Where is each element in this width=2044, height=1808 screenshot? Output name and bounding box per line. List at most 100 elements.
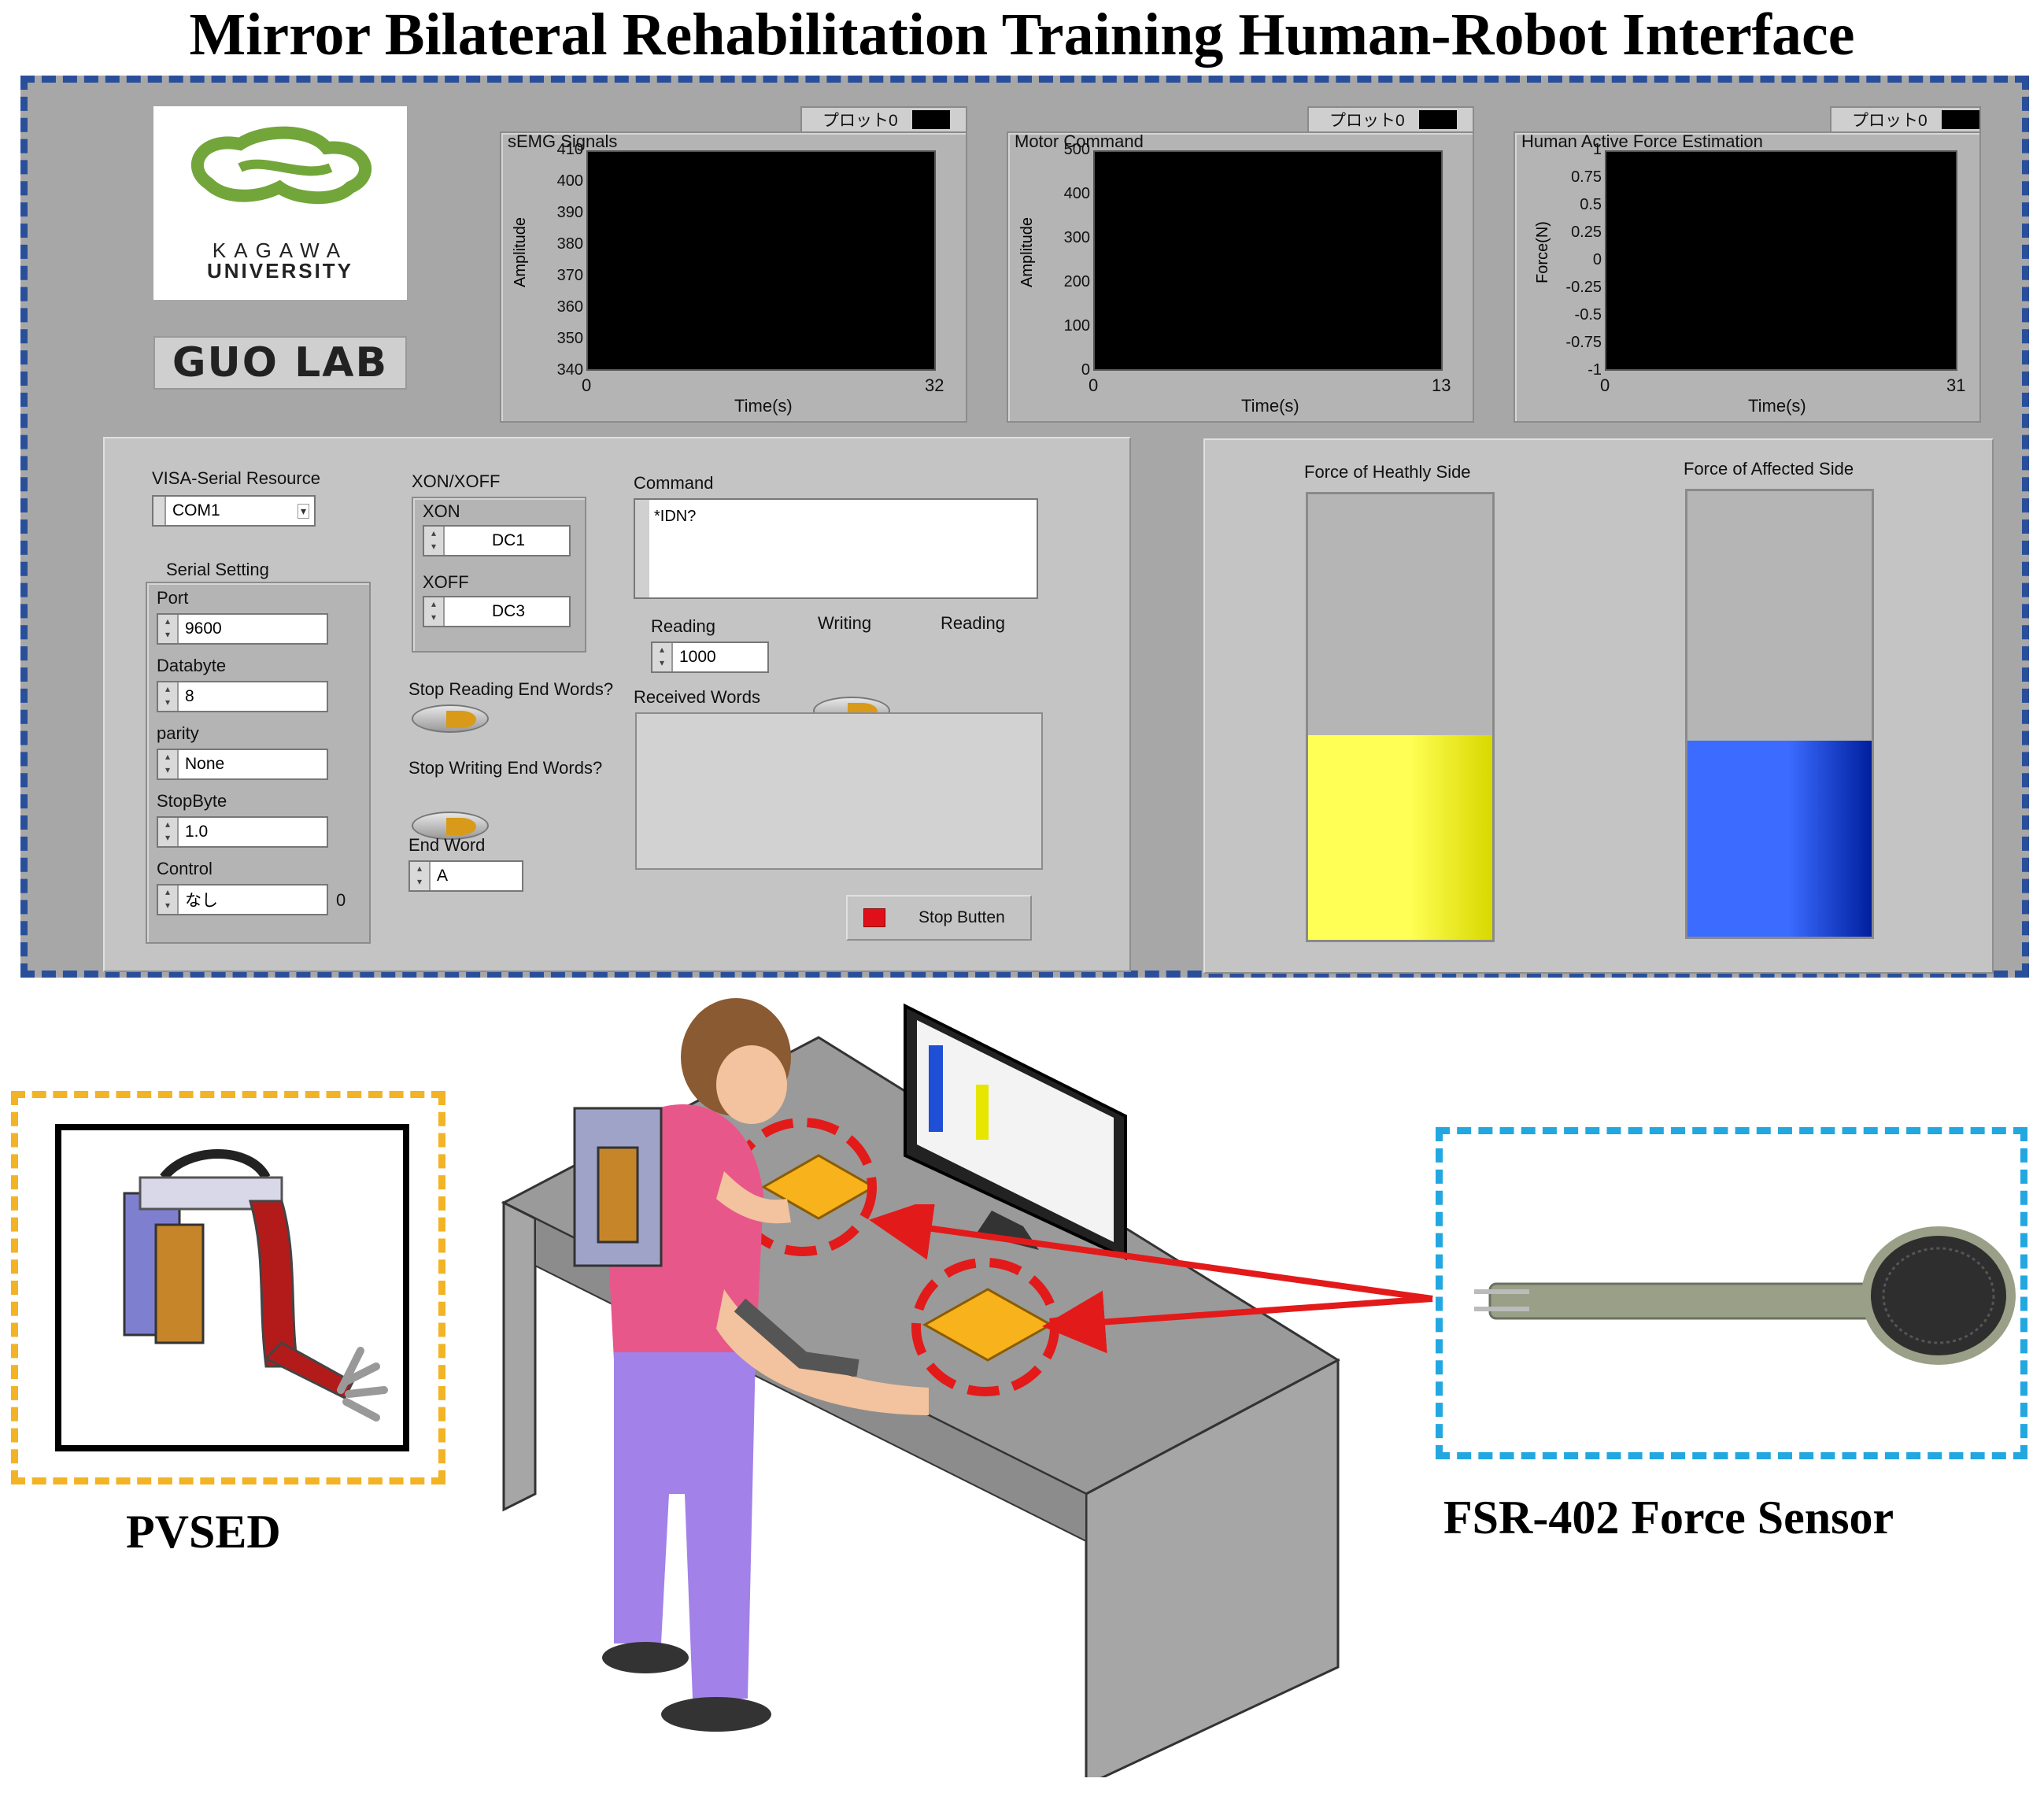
spinner-icon[interactable]: ▴▾ (424, 527, 445, 555)
stop-square-icon (863, 908, 885, 927)
kagawa-text-2: UNIVERSITY (206, 259, 354, 283)
spinner-icon[interactable]: ▴▾ (652, 643, 673, 671)
spinner-icon[interactable]: ▴▾ (410, 862, 431, 890)
command-value: *IDN? (654, 508, 697, 525)
y-axis-label: Amplitude (1018, 217, 1036, 287)
x-axis-label: Time(s) (1241, 396, 1299, 416)
y-tick: 0 (1081, 361, 1090, 379)
y-tick: 340 (556, 361, 583, 379)
graph-title: Motor Command (1015, 131, 1144, 151)
visa-resource-select[interactable]: COM1 ▾ (152, 495, 316, 527)
end-word-field[interactable]: ▴▾ A (408, 860, 523, 892)
stop-writing-toggle[interactable] (412, 812, 489, 840)
xonxoff-label: XON/XOFF (412, 471, 501, 491)
plot-legend[interactable]: プロット0 (1830, 106, 1981, 133)
stop-button[interactable]: Stop Butten (846, 895, 1032, 941)
databyte-field[interactable]: ▴▾ 8 (157, 681, 328, 712)
textarea-gutter (635, 500, 649, 597)
plot-legend[interactable]: プロット0 (800, 106, 967, 133)
xoff-field[interactable]: ▴▾DC3 (423, 596, 571, 627)
port-value: 9600 (185, 619, 222, 638)
screen-bar-blue (929, 1045, 943, 1132)
sensor-arrows (869, 1204, 1433, 1354)
stopbyte-field[interactable]: ▴▾ 1.0 (157, 816, 328, 848)
y-tick: 390 (556, 204, 583, 221)
screen-bar-yellow (976, 1085, 989, 1140)
x-tick-min: 0 (582, 375, 592, 395)
force-gauge-panel: Force of Heathly Side Force of Affected … (1203, 438, 1994, 974)
plot-area[interactable] (1093, 150, 1443, 371)
stop-reading-label: Stop Reading End Words? (408, 679, 614, 699)
pvsed-caption: PVSED (126, 1506, 281, 1558)
parity-value: None (185, 755, 225, 773)
stop-writing-label: Stop Writing End Words? (408, 758, 603, 778)
y-tick: 0.5 (1580, 196, 1602, 213)
gauge-label-healthy: Force of Heathly Side (1304, 462, 1471, 482)
person-shoe-2 (602, 1642, 689, 1673)
writing-toggle-label: Writing (818, 613, 872, 633)
chevron-down-icon[interactable]: ▾ (297, 503, 309, 519)
plot-legend-label: プロット0 (1329, 112, 1405, 130)
lab-logo-text: GUO LAB (172, 339, 389, 386)
end-word-value: A (437, 867, 449, 885)
stop-button-label: Stop Butten (919, 908, 1005, 926)
y-tick: 100 (1063, 317, 1090, 335)
x-tick-max: 13 (1432, 375, 1451, 395)
spinner-icon[interactable]: ▴▾ (158, 615, 179, 643)
control-field[interactable]: ▴▾なし (157, 884, 328, 915)
y-tick: 380 (556, 235, 583, 253)
y-tick: 500 (1063, 141, 1090, 158)
y-tick: 400 (1063, 185, 1090, 202)
stopbyte-value: 1.0 (185, 823, 209, 841)
reading-count-field[interactable]: ▴▾ 1000 (651, 641, 769, 673)
graph-title: sEMG Signals (508, 131, 618, 151)
y-tick: 0 (1592, 251, 1602, 268)
spinner-icon[interactable]: ▴▾ (158, 682, 179, 711)
parity-field[interactable]: ▴▾ None (157, 749, 328, 780)
plot-line-icon (1941, 110, 1979, 129)
arrow-to-pad-1 (869, 1204, 1433, 1302)
plot-legend-label: プロット0 (1852, 112, 1928, 130)
port-field[interactable]: ▴▾ 9600 (157, 613, 328, 645)
xon-value: DC1 (492, 531, 526, 549)
command-label: Command (634, 473, 714, 493)
y-tick: 200 (1063, 273, 1090, 290)
sensor-frame (1436, 1127, 2027, 1459)
y-tick: 0.25 (1571, 224, 1602, 241)
plot-line-icon (911, 110, 950, 129)
spinner-icon[interactable]: ▴▾ (158, 818, 179, 846)
stopbyte-label: StopByte (157, 791, 227, 811)
spinner-icon[interactable]: ▴▾ (158, 750, 179, 778)
plot-area[interactable] (1605, 150, 1957, 371)
y-tick: 1 (1592, 141, 1602, 158)
databyte-value: 8 (185, 687, 194, 705)
plot-legend[interactable]: プロット0 (1307, 106, 1474, 133)
xon-field[interactable]: ▴▾ DC1 (423, 525, 571, 556)
x-tick-min: 0 (1600, 375, 1610, 395)
person-arm-2 (716, 1171, 791, 1224)
graph-semg: sEMG Signals プロット0 Amplitude 410 400 390… (500, 106, 967, 423)
gauge-affected (1685, 489, 1874, 939)
command-textarea[interactable]: *IDN? (634, 498, 1038, 599)
pvsed-image-box (55, 1124, 409, 1451)
serial-panel: VISA-Serial Resource COM1 ▾ Serial Setti… (103, 437, 1131, 972)
spinner-icon[interactable]: ▴▾ (158, 886, 179, 914)
kagawa-logo: KAGAWA UNIVERSITY (153, 106, 407, 300)
x-tick-max: 32 (925, 375, 944, 395)
x-axis-label: Time(s) (734, 396, 793, 416)
y-tick: 350 (556, 330, 583, 347)
xoff-label: XOFF (423, 572, 469, 592)
desk-front (1085, 1358, 1340, 1777)
parity-label: parity (157, 723, 199, 743)
x-tick-max: 31 (1946, 375, 1966, 395)
received-words-display (635, 712, 1043, 870)
sensor-caption: FSR-402 Force Sensor (1443, 1492, 1894, 1544)
plot-area[interactable] (586, 150, 936, 371)
spinner-icon[interactable]: ▴▾ (424, 597, 445, 626)
graph-motor-command: Motor Command プロット0 Amplitude 500 400 30… (1007, 106, 1474, 423)
reading-count-value: 1000 (679, 648, 716, 666)
gauge-healthy (1306, 492, 1495, 942)
fsr-sensor-icon (1474, 1226, 2016, 1365)
person-shoe-1 (661, 1697, 771, 1732)
stop-reading-toggle[interactable] (412, 704, 489, 733)
